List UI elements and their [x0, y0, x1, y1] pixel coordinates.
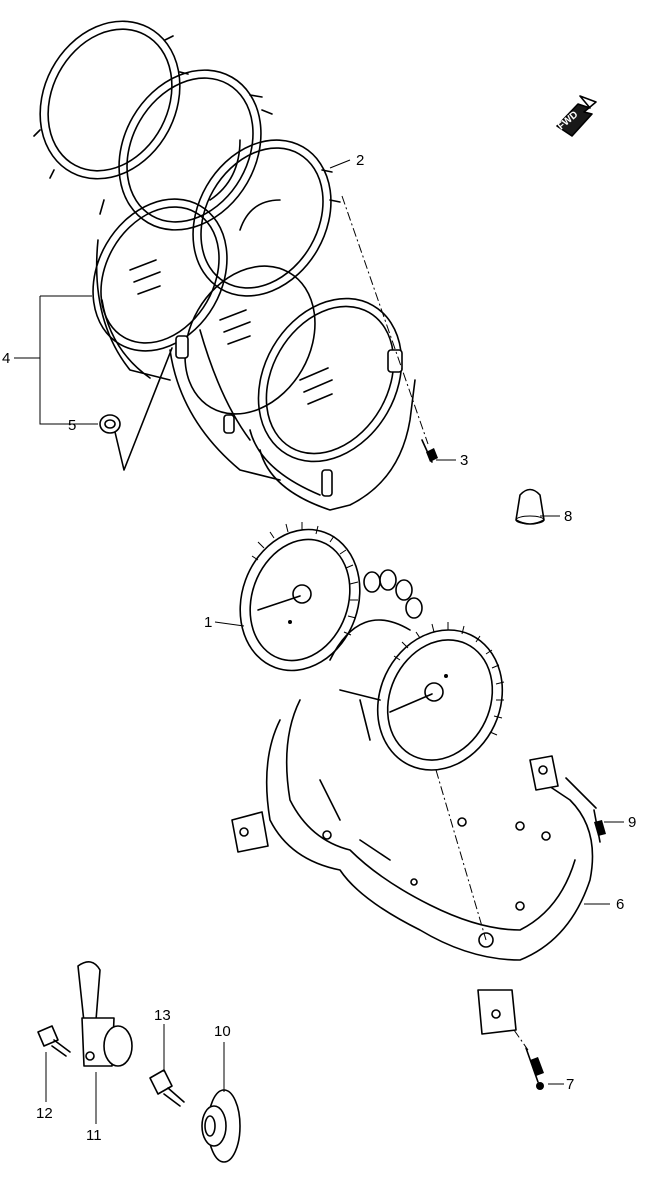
cap-part-8 — [515, 488, 545, 525]
leader-lines — [14, 159, 624, 1124]
screw-part-9 — [593, 809, 606, 843]
lower-case-part-6 — [231, 699, 594, 1035]
callout-13: 13 — [154, 1007, 171, 1024]
lens-ring-large — [33, 20, 189, 180]
speed-sensor-part-11 — [77, 961, 133, 1067]
callout-12: 12 — [36, 1105, 53, 1122]
fwd-direction-arrow-icon: FWD — [556, 95, 597, 137]
centerline-6 — [435, 769, 487, 941]
grommet-part-5 — [99, 414, 121, 434]
centerline-3 — [341, 195, 429, 445]
callout-10: 10 — [214, 1023, 231, 1040]
callout-6: 6 — [616, 896, 624, 913]
bolt-part-12 — [37, 1025, 71, 1057]
screw-part-7 — [525, 1047, 544, 1090]
leader-5-to-case — [114, 347, 173, 471]
gauge-tachometer — [376, 622, 505, 771]
callout-9: 9 — [628, 814, 636, 831]
centerline-7 — [513, 1029, 529, 1051]
bolt-part-13 — [149, 1069, 185, 1107]
screw-part-3 — [421, 439, 438, 463]
callout-7: 7 — [566, 1076, 574, 1093]
callout-4: 4 — [2, 350, 10, 367]
meter-case — [92, 198, 416, 511]
lens-ring-middle — [99, 69, 273, 231]
indicator-bulbs — [329, 569, 423, 741]
gear-part-10 — [201, 1089, 241, 1163]
callout-2: 2 — [356, 152, 364, 169]
callout-11: 11 — [86, 1127, 102, 1144]
callout-8: 8 — [564, 508, 572, 525]
lens-ring-part-2 — [192, 139, 341, 297]
callout-3: 3 — [460, 452, 468, 469]
leader-9-line — [565, 777, 597, 809]
gauge-speedometer — [239, 522, 361, 672]
callout-1: 1 — [204, 614, 212, 631]
callout-5: 5 — [68, 417, 76, 434]
